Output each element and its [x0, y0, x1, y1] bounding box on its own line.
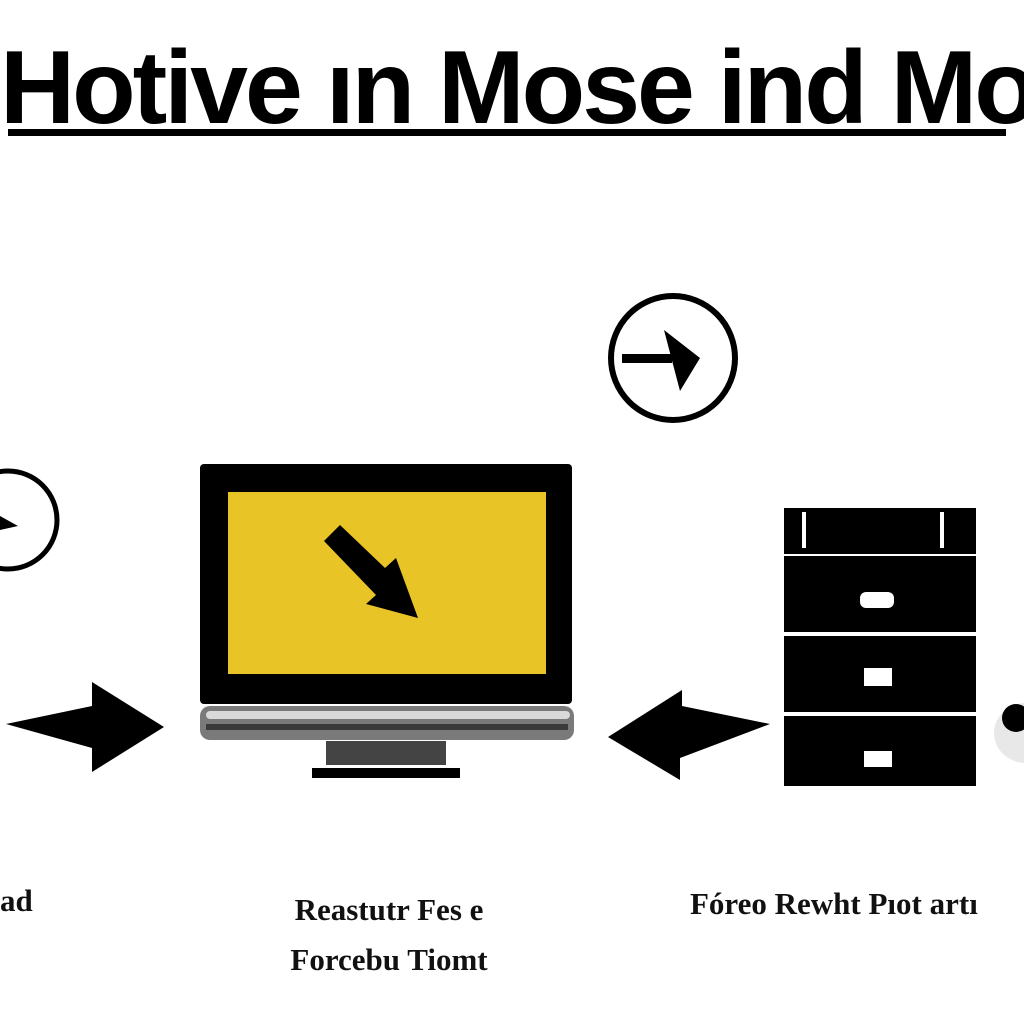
filing-cabinet-icon[interactable] [784, 508, 976, 786]
caption-center-line2: Forcebu Tiomt [290, 942, 488, 977]
mouse-icon[interactable] [994, 703, 1024, 763]
caption-center-line1: Reastutr Fes e [294, 892, 484, 927]
title-underline [8, 129, 1006, 136]
caption-right: Fóreo Rewht Pıot artı [690, 886, 978, 921]
monitor-icon[interactable] [200, 464, 574, 778]
arrow-left-icon[interactable] [608, 690, 770, 780]
partial-circle-icon[interactable] [0, 468, 60, 572]
arrow-right-circle-icon[interactable] [608, 293, 738, 423]
arrow-right-icon[interactable] [6, 682, 164, 772]
page-title: Hotive ın Mose ind Moste [0, 30, 1024, 146]
diagonal-arrow-cursor-icon [324, 525, 418, 618]
caption-left: ad [0, 883, 33, 918]
